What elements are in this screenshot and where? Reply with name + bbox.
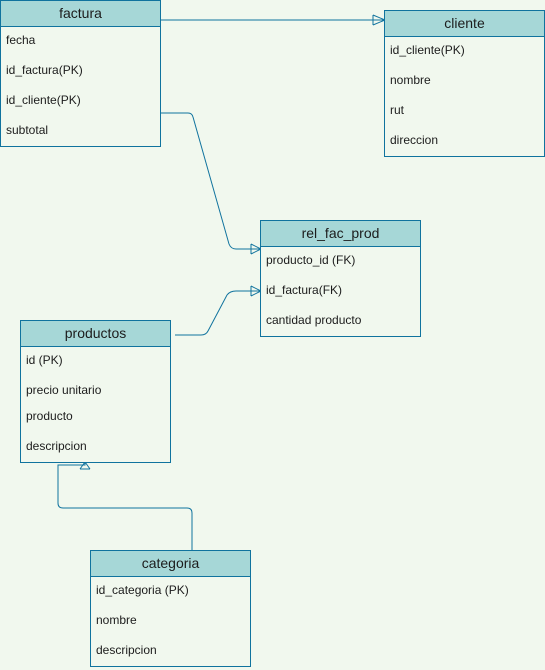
edge-categoria-productos	[57, 461, 193, 550]
entity-rel-fac-prod[interactable]: rel_fac_prod producto_id (FK) id_factura…	[260, 220, 421, 337]
attribute: producto	[26, 409, 73, 423]
attribute: fecha	[6, 33, 36, 47]
entity-title: rel_fac_prod	[261, 221, 420, 247]
edge-productos-rel-fac-prod	[175, 285, 263, 336]
attribute: nombre	[96, 613, 137, 627]
entity-title: factura	[1, 1, 160, 27]
entity-categoria[interactable]: categoria id_categoria (PK) nombre descr…	[90, 550, 251, 667]
attribute: descripcion	[96, 643, 157, 657]
attribute: nombre	[390, 73, 431, 87]
attribute: id_factura(PK)	[6, 63, 83, 77]
entity-factura[interactable]: factura fecha id_factura(PK) id_cliente(…	[0, 0, 161, 147]
attribute: producto_id (FK)	[266, 253, 356, 267]
attribute: id_factura(FK)	[266, 283, 343, 297]
attribute: cantidad producto	[266, 313, 362, 327]
edge-factura-cliente	[161, 14, 387, 26]
edge-factura-rel-fac-prod	[161, 112, 263, 255]
entity-title: cliente	[385, 11, 544, 37]
attribute: id_cliente(PK)	[390, 43, 465, 57]
attribute: descripcion	[26, 439, 87, 453]
attribute: precio unitario	[26, 383, 102, 397]
attribute: id_cliente(PK)	[6, 93, 81, 107]
entity-title: categoria	[91, 551, 250, 577]
entity-title: productos	[21, 321, 170, 347]
entity-cliente[interactable]: cliente id_cliente(PK) nombre rut direcc…	[384, 10, 545, 157]
attribute: rut	[390, 103, 405, 117]
attribute: id_categoria (PK)	[96, 583, 189, 597]
entity-productos[interactable]: productos id (PK) precio unitario produc…	[20, 320, 171, 463]
attribute: subtotal	[6, 123, 49, 137]
attribute: direccion	[390, 133, 439, 147]
attribute: id (PK)	[26, 353, 63, 367]
